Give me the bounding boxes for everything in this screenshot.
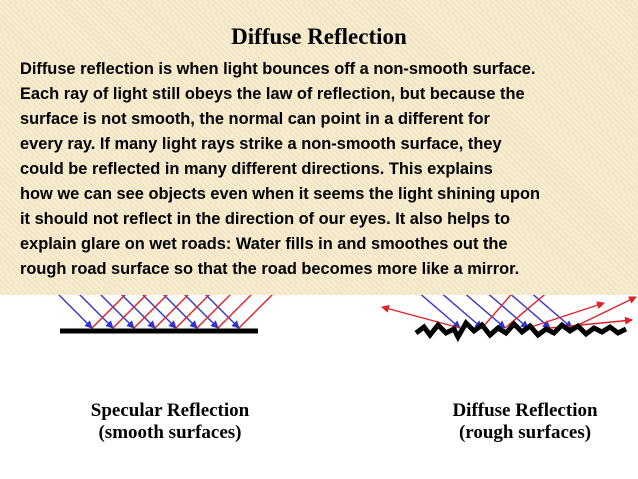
specular-caption-title: Specular Reflection bbox=[90, 400, 250, 421]
diffuse-caption-title: Diffuse Reflection bbox=[452, 400, 598, 421]
incident-ray bbox=[58, 295, 93, 329]
paragraph-line: could be reflected in many different dir… bbox=[20, 160, 493, 178]
reflected-ray bbox=[571, 296, 637, 329]
slide-title: Diffuse Reflection bbox=[231, 24, 407, 49]
incident-ray bbox=[121, 295, 156, 329]
incident-ray bbox=[142, 295, 177, 329]
reflected-ray bbox=[196, 295, 231, 329]
diffuse-caption: Diffuse Reflection (rough surfaces) bbox=[420, 400, 630, 444]
specular-caption-subtitle: (smooth surfaces) bbox=[98, 422, 242, 443]
diffuse-caption-subtitle: (rough surfaces) bbox=[458, 422, 592, 443]
incident-ray bbox=[163, 295, 198, 329]
paragraph-line: rough road surface so that the road beco… bbox=[20, 260, 520, 278]
incident-ray bbox=[465, 295, 506, 329]
reflected-ray bbox=[154, 295, 189, 329]
incident-ray bbox=[100, 295, 135, 329]
incident-ray bbox=[532, 295, 573, 329]
incident-ray bbox=[510, 295, 551, 329]
specular-caption: Specular Reflection (smooth surfaces) bbox=[50, 400, 290, 444]
explanation-paragraph: Diffuse reflection is when light bounces… bbox=[20, 57, 630, 282]
paragraph-line: Each ray of light still obeys the law of… bbox=[20, 85, 525, 103]
reflected-ray bbox=[175, 295, 210, 329]
incident-ray bbox=[205, 295, 240, 329]
diffuse-reflection-diagram bbox=[381, 295, 637, 329]
reflected-ray bbox=[381, 304, 461, 329]
reflected-ray bbox=[112, 295, 147, 329]
paragraph-line: how we can see objects even when it seem… bbox=[20, 185, 541, 203]
incident-ray bbox=[420, 295, 461, 329]
reflected-ray bbox=[133, 295, 168, 329]
reflected-ray bbox=[91, 295, 126, 329]
incident-ray bbox=[79, 295, 114, 329]
paragraph-line: Diffuse reflection is when light bounces… bbox=[20, 60, 536, 78]
specular-reflection-diagram bbox=[58, 295, 273, 329]
reflected-ray bbox=[217, 295, 252, 329]
rough-surface bbox=[414, 318, 628, 343]
reflected-ray bbox=[238, 295, 273, 329]
paragraph-line: surface is not smooth, the normal can po… bbox=[20, 110, 490, 128]
paragraph-line: explain glare on wet roads: Water fills … bbox=[20, 235, 508, 253]
reflection-diagram-svg bbox=[58, 295, 637, 343]
reflection-figure: Specular Reflection (smooth surfaces) Di… bbox=[0, 295, 638, 479]
paragraph-line: it should not reflect in the direction o… bbox=[20, 210, 510, 228]
incident-ray bbox=[184, 295, 219, 329]
incident-ray bbox=[488, 295, 529, 329]
reflected-ray bbox=[481, 295, 512, 329]
slide-text-area: Diffuse Reflection Diffuse reflection is… bbox=[0, 0, 638, 295]
reflected-ray bbox=[527, 301, 605, 329]
paragraph-line: every ray. If many light rays strike a n… bbox=[20, 135, 502, 153]
incident-ray bbox=[442, 295, 483, 329]
